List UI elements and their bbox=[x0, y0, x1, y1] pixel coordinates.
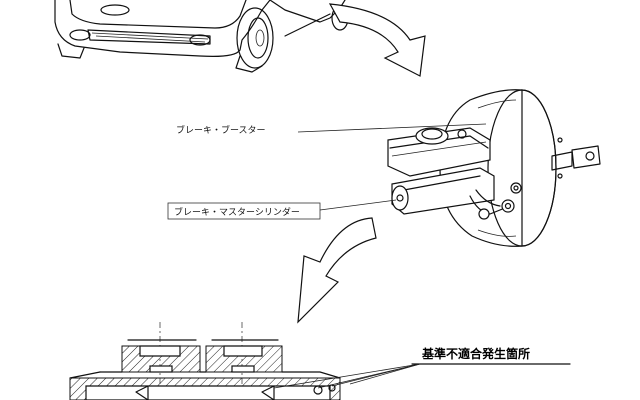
master-cylinder-cross-section bbox=[69, 322, 341, 400]
zoom-arrow-2 bbox=[297, 217, 377, 324]
defect-location-label: 基準不適合発生箇所 bbox=[421, 346, 530, 361]
master-cylinder-callout: ブレーキ・マスターシリンダー bbox=[167, 199, 397, 220]
brake-booster-label: ブレーキ・ブースター bbox=[176, 124, 266, 136]
brake-booster-assembly bbox=[387, 89, 601, 247]
zoom-arrow-1 bbox=[328, 3, 426, 77]
master-cylinder-label: ブレーキ・マスターシリンダー bbox=[174, 206, 300, 218]
car-illustration bbox=[54, 0, 349, 73]
defect-location-callout: 基準不適合発生箇所 bbox=[273, 346, 571, 389]
brake-booster-callout: ブレーキ・ブースター bbox=[176, 123, 487, 136]
master-cylinder-label-box bbox=[167, 202, 321, 220]
